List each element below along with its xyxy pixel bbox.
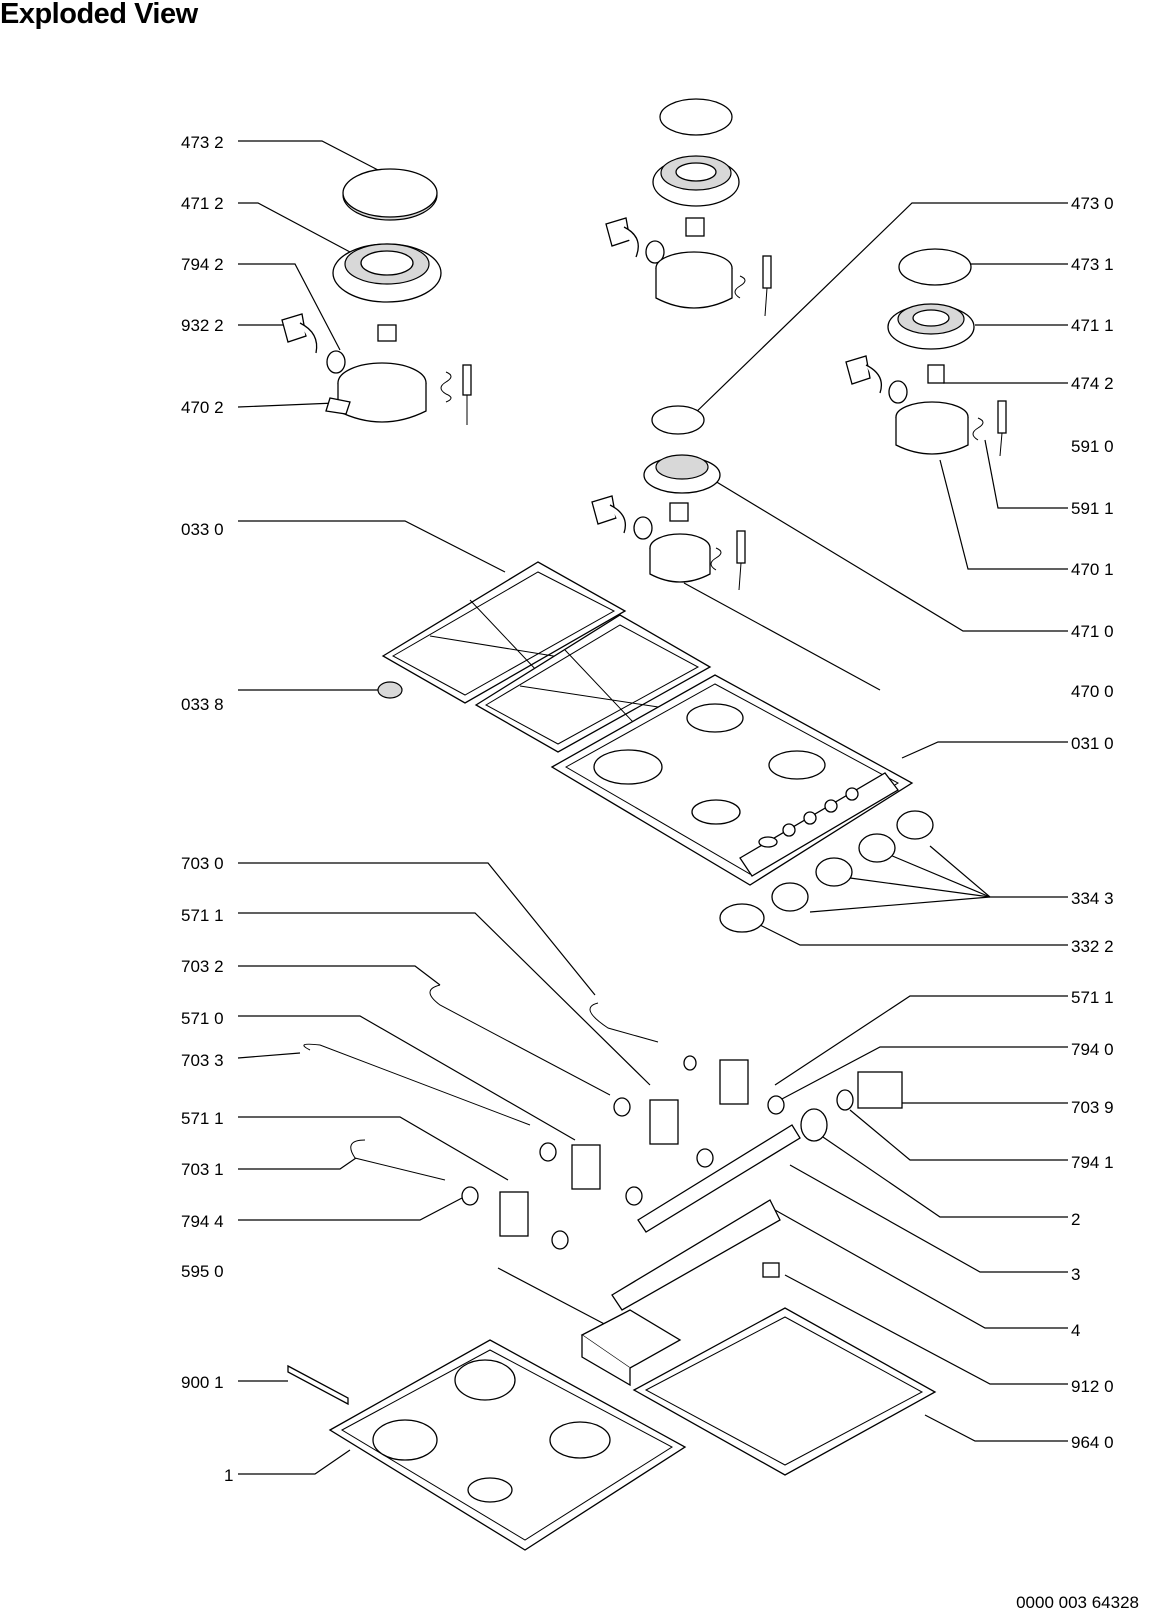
label-031-0: 031 0 <box>1071 734 1114 753</box>
right-labels: 473 0 473 1 471 1 474 2 591 0 591 1 470 … <box>1071 194 1114 1452</box>
label-033-8: 033 8 <box>181 695 224 714</box>
hob-top-plate <box>550 674 914 886</box>
label-2: 2 <box>1071 1210 1080 1229</box>
label-964-0: 964 0 <box>1071 1433 1114 1452</box>
label-471-1: 471 1 <box>1071 316 1114 335</box>
label-794-0: 794 0 <box>1071 1040 1114 1059</box>
label-912-0: 912 0 <box>1071 1377 1114 1396</box>
label-471-2: 471 2 <box>181 194 224 213</box>
burner-group-center-top <box>605 98 772 317</box>
burner-group-center-lower <box>591 405 746 591</box>
label-703-0: 703 0 <box>181 854 224 873</box>
label-703-3: 703 3 <box>181 1051 224 1070</box>
left-labels: 473 2 471 2 794 2 932 2 470 2 033 0 033 … <box>181 133 233 1485</box>
label-470-1: 470 1 <box>1071 560 1114 579</box>
label-473-0: 473 0 <box>1071 194 1114 213</box>
label-334-3: 334 3 <box>1071 889 1114 908</box>
base-tray <box>287 1307 937 1551</box>
burner-group-right <box>845 248 1007 457</box>
label-571-1-a: 571 1 <box>181 906 224 925</box>
label-703-2: 703 2 <box>181 957 224 976</box>
label-591-0: 591 0 <box>1071 437 1114 456</box>
label-1: 1 <box>224 1466 233 1485</box>
label-571-1-b: 571 1 <box>181 1109 224 1128</box>
label-473-2: 473 2 <box>181 133 224 152</box>
label-470-0: 470 0 <box>1071 682 1114 701</box>
manifold-rail <box>611 1124 801 1311</box>
label-794-4: 794 4 <box>181 1212 224 1231</box>
label-932-2: 932 2 <box>181 316 224 335</box>
label-470-2: 470 2 <box>181 398 224 417</box>
burner-group-left <box>281 168 472 425</box>
label-4: 4 <box>1071 1321 1080 1340</box>
label-703-9: 703 9 <box>1071 1098 1114 1117</box>
pan-supports <box>377 561 712 753</box>
leader-lines <box>237 140 1068 1475</box>
page-title: Exploded View <box>0 0 198 30</box>
label-794-2: 794 2 <box>181 255 224 274</box>
label-794-1: 794 1 <box>1071 1153 1114 1172</box>
label-591-1: 591 1 <box>1071 499 1114 518</box>
label-033-0: 033 0 <box>181 520 224 539</box>
label-332-2: 332 2 <box>1071 937 1114 956</box>
label-900-1: 900 1 <box>181 1373 224 1392</box>
label-571-0: 571 0 <box>181 1009 224 1028</box>
document-number: 0000 003 64328 <box>1016 1593 1139 1612</box>
gas-pipes-and-taps <box>303 984 903 1250</box>
control-knobs <box>719 810 934 933</box>
label-474-2: 474 2 <box>1071 374 1114 393</box>
label-473-1: 473 1 <box>1071 255 1114 274</box>
label-3: 3 <box>1071 1265 1080 1284</box>
label-571-1-c: 571 1 <box>1071 988 1114 1007</box>
label-595-0: 595 0 <box>181 1262 224 1281</box>
label-703-1: 703 1 <box>181 1160 224 1179</box>
label-471-0: 471 0 <box>1071 622 1114 641</box>
